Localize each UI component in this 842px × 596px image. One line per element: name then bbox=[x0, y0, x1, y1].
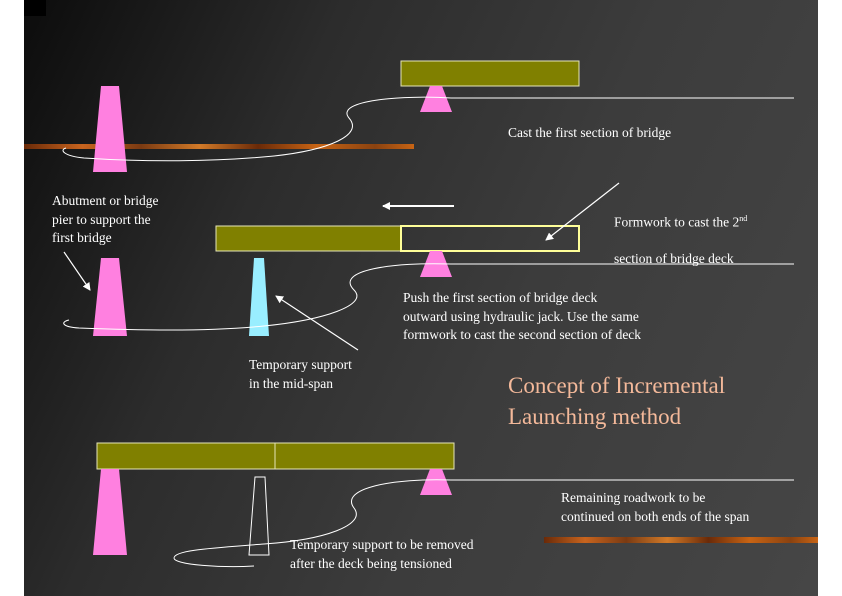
label-formwork-line2: section of bridge deck bbox=[614, 251, 734, 266]
diagram-title: Concept of Incremental Launching method bbox=[508, 373, 726, 429]
label-remaining-roadwork: Remaining roadwork to be continued on bo… bbox=[561, 490, 750, 524]
corner-mark bbox=[24, 0, 46, 16]
label-temporary-support: Temporary support in the mid-span bbox=[249, 357, 352, 391]
abutment-left-stage3 bbox=[93, 469, 127, 555]
valley-curve-stage1 bbox=[62, 96, 452, 162]
formwork-pointer bbox=[545, 182, 620, 241]
ground-strip-bottom bbox=[544, 537, 818, 543]
ground-strip-top bbox=[24, 144, 414, 149]
deck-first-section-pushed bbox=[215, 225, 402, 252]
label-formwork: Formwork to cast the 2nd section of brid… bbox=[614, 191, 747, 269]
temp-support-pointer bbox=[275, 295, 359, 351]
deck-first-section bbox=[400, 60, 580, 87]
formwork-second-section bbox=[400, 225, 580, 252]
pier-right-stage3 bbox=[420, 469, 452, 495]
temporary-support-midspan bbox=[249, 258, 269, 336]
label-abutment: Abutment or bridge pier to support the f… bbox=[52, 193, 159, 245]
abutment-left-stage1 bbox=[93, 86, 127, 172]
diagram-canvas bbox=[24, 60, 818, 568]
label-formwork-superscript: nd bbox=[739, 213, 748, 223]
label-formwork-line1: Formwork to cast the 2 bbox=[614, 214, 740, 229]
slide: Cast the first section of bridge Abutmen… bbox=[24, 0, 818, 596]
valley-curve-stage3 bbox=[173, 479, 452, 568]
abutment-pointer bbox=[63, 251, 91, 291]
label-push-first-section: Push the first section of bridge deck ou… bbox=[403, 290, 642, 342]
label-cast-first-section: Cast the first section of bridge bbox=[508, 125, 672, 140]
temporary-support-removed bbox=[248, 476, 270, 556]
pier-right-stage1 bbox=[420, 86, 452, 112]
abutment-left-stage2 bbox=[93, 258, 127, 336]
valley-curve-stage2 bbox=[63, 263, 452, 331]
label-temporary-support-removed: Temporary support to be removed after th… bbox=[290, 537, 474, 571]
